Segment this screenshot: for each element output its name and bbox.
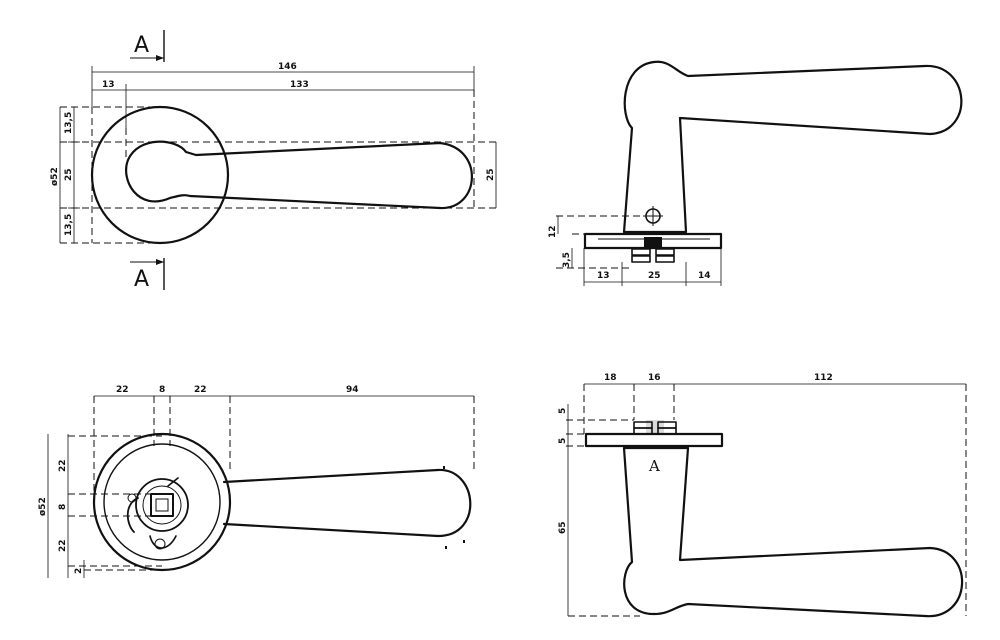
dim-small-offset: 2 [74,568,84,574]
dim-grip-height: 25 [64,168,74,181]
dim-neck-width: 25 [648,271,661,281]
dim-side-left-offset: 18 [604,373,617,383]
dim-overall-length: 146 [278,62,297,72]
dim-diameter: ø52 [50,167,60,186]
dim-right-gap: 22 [194,385,207,395]
dim-upper-radius: 13,5 [64,112,74,134]
section-label-bottom: A [134,267,149,292]
dim-lever-length: 133 [290,80,309,90]
dim-base-height: 3,5 [562,252,572,268]
dim-rear-diameter: ø52 [38,497,48,516]
rear-lever-outline [222,468,472,538]
rear-rose-outline [92,432,232,572]
dim-side-base-width: 16 [648,373,661,383]
side-view-top: 12 3,5 13 25 14 [548,60,963,286]
dim-spindle-height: 8 [58,504,68,510]
section-marker-top: A [130,30,165,62]
dim-rose-offset: 13 [102,80,115,90]
dim-right-offset: 14 [698,271,711,281]
rear-base-plate [584,432,724,448]
dim-lower-radius: 13,5 [64,214,74,236]
section-marker-bottom: A [130,258,165,292]
lever-outline [125,140,473,210]
dim-lower-gap: 22 [58,539,68,552]
dim-left-offset: 13 [597,271,610,281]
section-label-side: A [648,457,660,475]
dim-tip-height: 25 [486,168,496,181]
dim-side-lever-reach: 112 [814,373,833,383]
side-lever-outline [622,60,963,234]
dim-screw-height: 12 [548,225,558,238]
dim-left-gap: 22 [116,385,129,395]
dim-upper-gap: 22 [58,459,68,472]
dim-lever-reach: 94 [346,385,359,395]
rose-outline [90,105,230,245]
cap-fitting [633,420,677,435]
screw-symbol [643,206,663,226]
lock-mechanism [126,477,189,550]
dim-spindle: 8 [159,385,165,395]
side-view-bottom: A 18 16 112 5 5 65 [558,373,967,618]
dim-cap-height: 5 [558,408,568,414]
dim-total-drop: 65 [558,521,568,534]
spindle-fitting [631,237,675,263]
front-view: A A 146 13 133 [50,30,500,292]
rear-view: 22 8 22 94 22 8 22 ø52 2 [38,385,475,578]
section-label-top: A [134,33,149,58]
side-lever-bottom-outline [622,446,964,618]
dim-plate-height: 5 [558,438,568,444]
